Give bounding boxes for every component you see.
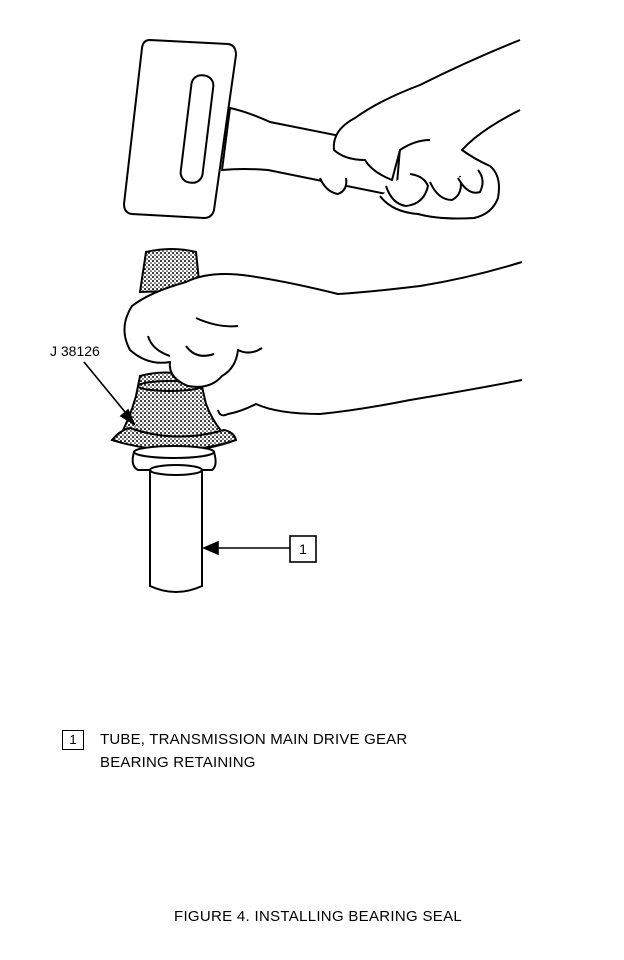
legend-number-box: 1 (62, 730, 84, 750)
legend-line-2: BEARING RETAINING (100, 754, 256, 771)
tool-label: J 38126 (50, 343, 100, 359)
bearing-retainer-tube (131, 445, 217, 593)
legend: 1 TUBE, TRANSMISSION MAIN DRIVE GEAR BEA… (62, 728, 407, 774)
legend-description: TUBE, TRANSMISSION MAIN DRIVE GEAR BEARI… (100, 728, 407, 774)
callout-leader-arrow (201, 540, 290, 556)
seal-installer-tool (110, 248, 238, 452)
legend-line-1: TUBE, TRANSMISSION MAIN DRIVE GEAR (100, 731, 408, 748)
callout-box (289, 535, 317, 563)
callout-number: 1 (299, 541, 307, 557)
tool-leader-arrow (83, 361, 136, 427)
upper-hand (319, 39, 521, 220)
lower-hand (123, 261, 523, 417)
mallet-head (122, 38, 238, 220)
figure-caption: FIGURE 4. INSTALLING BEARING SEAL (173, 908, 463, 925)
